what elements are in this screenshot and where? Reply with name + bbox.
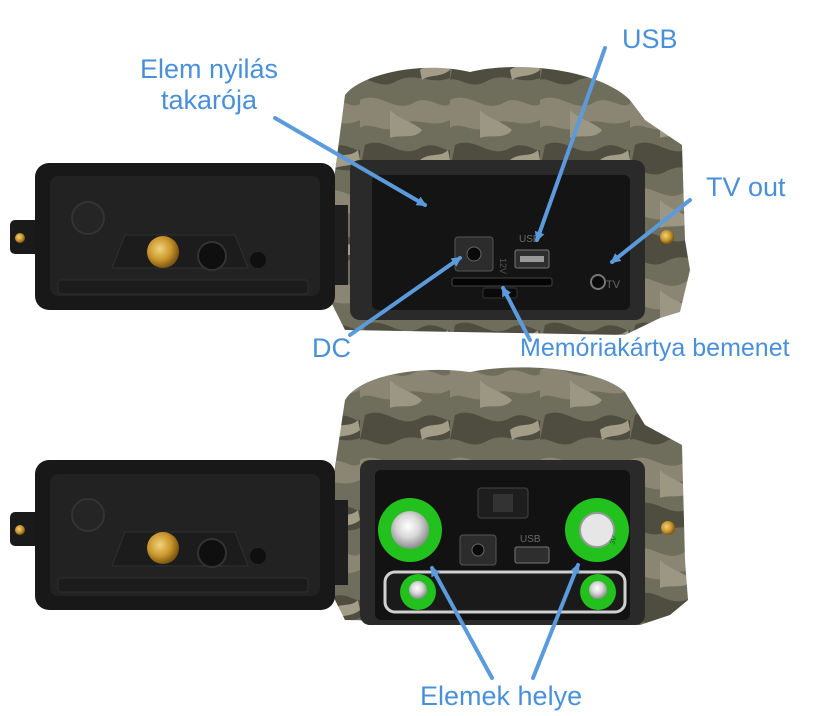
cover-latch-plate-bottom: [111, 531, 249, 567]
battery-cell-right-cap: [579, 512, 615, 548]
arrow-dc: [348, 256, 462, 337]
cover-tab-screw: [15, 233, 25, 243]
label-battery-cover-line1: Elem nyilás: [140, 54, 279, 84]
usb-port-bottom: [514, 546, 550, 564]
camera-bottom-view: USB 3V: [10, 367, 688, 625]
label-dc: DC: [312, 333, 351, 363]
cover-logo-emboss: [71, 201, 105, 235]
cover-thumb-knob-bottom: [147, 532, 179, 564]
usb-port-bottom-marking: USB: [520, 534, 541, 545]
cover-small-dot: [250, 252, 266, 268]
battery-voltage-marking: 3V: [609, 535, 619, 546]
label-usb: USB: [622, 24, 678, 54]
label-battery-cover-line2: takarója: [160, 85, 258, 115]
memory-card-slot: [451, 277, 553, 287]
power-switch-slider: [493, 494, 513, 512]
mount-screw-right: [660, 230, 674, 244]
cover-tab-bottom: [10, 512, 40, 546]
cover-tab: [10, 220, 40, 254]
cover-lock-hole-bottom: [197, 538, 227, 568]
battery-cell-lower-left-cap: [409, 581, 427, 599]
label-battery-slots: Elemek helye: [420, 681, 583, 711]
battery-cell-left-cap: [391, 511, 429, 549]
cover-thumb-knob: [147, 236, 179, 268]
arrow-usb: [534, 46, 607, 242]
dc-port-hole: [466, 246, 482, 262]
cover-ridge-bottom: [57, 577, 309, 593]
arrow-battery-right: [531, 563, 580, 680]
label-memory-card: Memóriakártya bemenet: [520, 334, 790, 362]
arrow-battery-left: [430, 566, 494, 680]
card-slot-notch: [482, 287, 518, 299]
battery-cell-lower-right-cap: [589, 581, 607, 599]
mount-screw-right-bottom: [661, 521, 675, 535]
camera-top-view: 12V USB TV: [10, 67, 690, 335]
usb-port-contacts: [520, 256, 544, 262]
cover-tab-screw-bottom: [15, 525, 25, 535]
cover-small-dot-bottom: [250, 548, 266, 564]
cover-ridge: [57, 279, 309, 295]
tv-port-marking: TV: [606, 279, 621, 291]
arrow-tv-out: [610, 198, 692, 264]
label-battery-cover: Elem nyilás takarója: [140, 54, 278, 116]
label-tv-out: TV out: [706, 172, 786, 202]
tv-port: [590, 274, 606, 290]
callout-arrows: [273, 46, 692, 680]
arrow-battery-cover: [273, 116, 427, 207]
usb-port-marking: USB: [519, 234, 540, 245]
cover-logo-emboss-bottom: [71, 498, 105, 532]
arrow-memory-card: [501, 286, 532, 342]
cover-lock-hole: [197, 241, 227, 271]
dc-port-marking: 12V: [498, 258, 508, 274]
cover-latch-plate: [111, 234, 249, 269]
dc-port-bottom-hole: [471, 543, 485, 557]
